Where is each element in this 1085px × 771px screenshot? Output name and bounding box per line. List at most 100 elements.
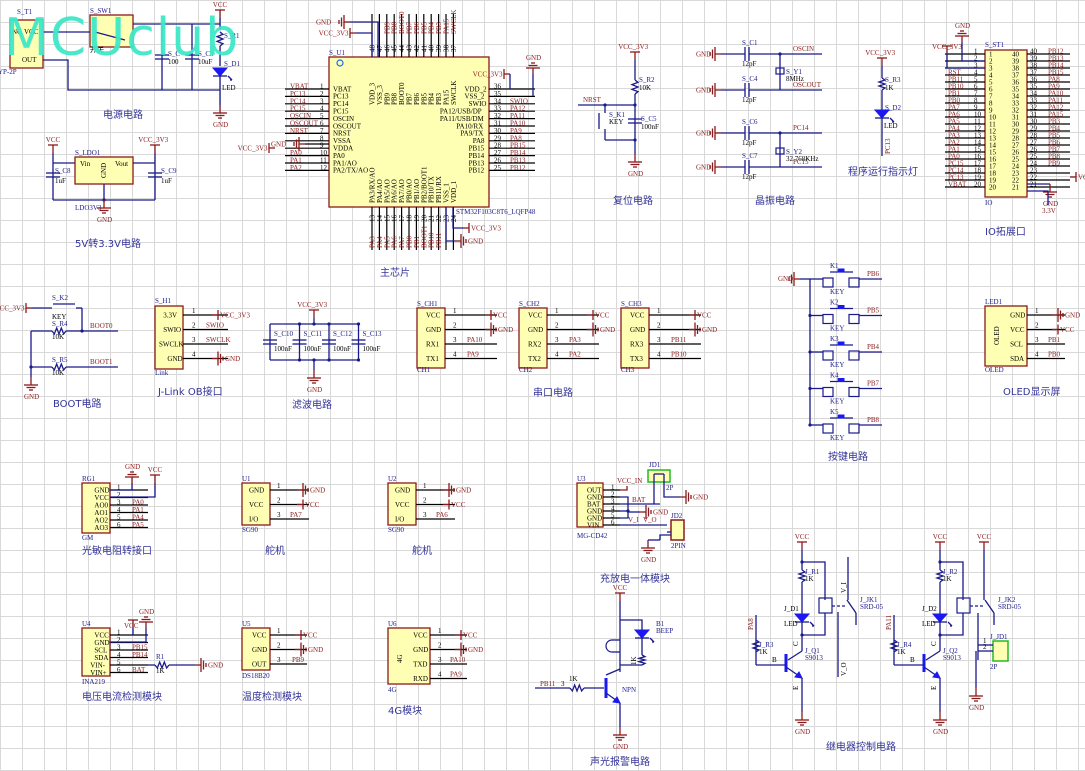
pin-number: 34 xyxy=(494,97,502,105)
pin-number: 4 xyxy=(320,105,324,113)
net-label: BOOT1 xyxy=(90,358,113,366)
pin-name: TXD xyxy=(413,661,427,669)
net-label: PA5 xyxy=(948,118,960,126)
power-label: VCC_3V3 xyxy=(297,301,327,309)
pin-name: PA15 xyxy=(443,89,451,105)
wire xyxy=(802,561,826,600)
section-title: 串口电路 xyxy=(533,386,573,399)
dc-jack xyxy=(9,19,44,69)
pin-number: 1 xyxy=(117,484,121,492)
pin-name: NRST xyxy=(333,130,352,138)
pin-name: SWCLK xyxy=(159,341,184,349)
label: LED xyxy=(884,122,898,130)
gnd-label: GND xyxy=(653,509,668,517)
gnd-label: GND xyxy=(307,386,322,394)
pin-name: RX2 xyxy=(528,341,542,349)
resistor xyxy=(51,362,67,372)
gnd-label: GND xyxy=(778,275,793,283)
net-label: PB10 xyxy=(428,232,436,248)
emitter-arrow xyxy=(794,671,803,679)
pin-number: 23 xyxy=(1030,167,1038,175)
pin-name: VCC xyxy=(249,501,264,509)
net-label: PB7 xyxy=(1048,146,1061,154)
pin-number: 12 xyxy=(989,128,997,136)
pin-name: PC15 xyxy=(333,108,349,116)
label: KEY xyxy=(52,313,66,321)
net-label: PA8 xyxy=(1048,76,1060,84)
wire xyxy=(809,621,815,627)
net-label: PA15 xyxy=(1048,111,1064,119)
label: J_D2 xyxy=(922,605,937,613)
gnd-label: GND xyxy=(702,326,717,334)
pin-name: PA6/AO xyxy=(391,179,399,203)
net-label: PA9 xyxy=(1048,83,1060,91)
pin-name: VCC xyxy=(395,501,410,509)
label: J_D1 xyxy=(784,605,799,613)
gnd-label: GND xyxy=(1065,312,1080,320)
pin-number: 19 xyxy=(974,174,982,182)
pin-number: 13 xyxy=(369,215,377,223)
label: S_R3 xyxy=(885,76,901,84)
pin-name: GND xyxy=(587,515,602,523)
label: 10K xyxy=(52,333,64,341)
section-title: 电源电路 xyxy=(103,108,143,121)
net-label: PB11 xyxy=(435,232,443,248)
pin-number: 1 xyxy=(657,307,661,315)
label: S_R1 xyxy=(224,32,240,40)
pin-name: VCC xyxy=(94,632,109,640)
pin-name: SCL xyxy=(1010,341,1023,349)
net-label: PC14 xyxy=(793,124,809,132)
gnd-label: GND xyxy=(628,170,643,178)
key-contact xyxy=(848,386,860,398)
gnd-label: GND xyxy=(955,22,970,30)
ref: U1 xyxy=(242,475,251,483)
wire xyxy=(356,32,373,57)
pin-number: 13 xyxy=(989,135,997,143)
pin-number: 3 xyxy=(277,656,281,664)
pin-number: 42 xyxy=(413,45,421,53)
pin-name: PA1/AO xyxy=(333,159,357,167)
pin-name: VDDA xyxy=(333,145,353,153)
pin-number: 47 xyxy=(376,45,384,53)
part: OLED xyxy=(985,366,1004,374)
gnd-label: GND xyxy=(310,487,325,495)
part: STM32F103C8T6_LQFP48 xyxy=(456,208,536,216)
pin-name: PB8 xyxy=(391,92,399,105)
boot-circuit: VCC_3V3S_K2KEYS_R410KBOOT0S_R510KBOOT1GN… xyxy=(0,294,118,410)
ref: S_CH1 xyxy=(417,300,438,308)
pin-number: 37 xyxy=(1012,72,1020,80)
jd1-connector xyxy=(992,640,1009,662)
pin: OUT xyxy=(22,56,37,64)
net-label: PA2 xyxy=(948,139,960,147)
ref: S_C12 xyxy=(333,330,353,338)
label: J_JK1 xyxy=(860,596,878,604)
net-label: PB0 xyxy=(948,97,961,105)
pin-name: PA0 xyxy=(333,152,345,160)
net-label: V_I xyxy=(628,516,640,524)
wire xyxy=(110,483,133,491)
section-title: 电压电流检测模块 xyxy=(82,690,162,703)
module-label: 4G xyxy=(396,654,404,663)
net-label: PA0 xyxy=(132,499,144,507)
pin-number: 38 xyxy=(1030,62,1038,70)
wire xyxy=(940,613,964,636)
net-label: PA9 xyxy=(467,351,479,359)
label: Vin xyxy=(80,160,91,168)
pin-number: 1 xyxy=(989,51,993,59)
section-title: 复位电路 xyxy=(613,194,653,207)
net-label: VBAT xyxy=(290,83,309,91)
pin-number: 2 xyxy=(611,491,615,499)
label: 1K xyxy=(943,575,952,583)
part: INA219 xyxy=(82,678,105,686)
net-label: PB8 xyxy=(867,416,880,424)
ref: U4 xyxy=(82,620,91,628)
ref: S_C1 xyxy=(742,39,758,47)
label: 1K xyxy=(897,648,906,656)
label: J_Q2 xyxy=(943,647,958,655)
pin-number: 32 xyxy=(1030,104,1038,112)
emitter-arrow xyxy=(932,671,941,679)
label: SRD-05 xyxy=(860,603,883,611)
pin-number: 2 xyxy=(1035,322,1039,330)
jd1-connector xyxy=(647,469,671,483)
